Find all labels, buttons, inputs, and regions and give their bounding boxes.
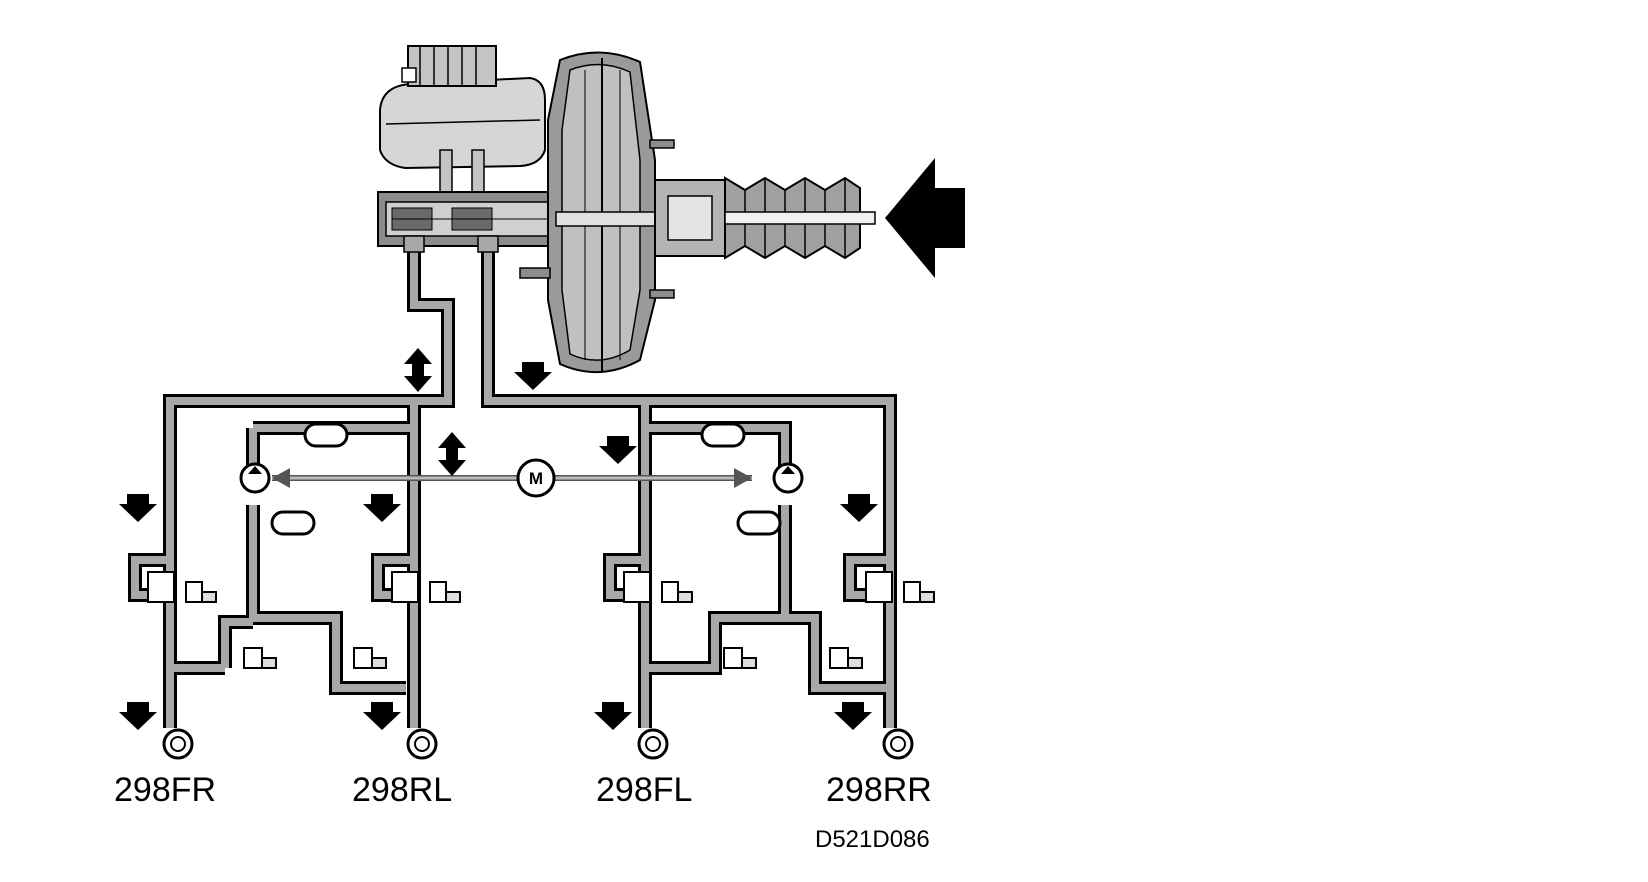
- damper-left-bottom: [270, 510, 316, 536]
- damper-right-top: [700, 422, 746, 448]
- motor-label: M: [529, 469, 543, 488]
- down-arrow-secondary: [514, 362, 552, 390]
- down-arrow-rr-mid: [840, 494, 878, 522]
- double-arrow-primary: [404, 348, 432, 392]
- down-arrow-rl-mid: [363, 494, 401, 522]
- double-arrow-pump: [438, 432, 466, 476]
- pump-motor-icon: [516, 458, 556, 498]
- figure-code: D521D086: [815, 826, 930, 853]
- wheel-label-fr: 298FR: [114, 771, 217, 809]
- input-rod-boot: [654, 176, 876, 260]
- wheel-label-rl: 298RL: [352, 771, 453, 809]
- down-arrow-fl-bottom: [594, 702, 632, 730]
- wheel-label-fl: 298FL: [596, 771, 693, 809]
- pump-motor-group: M: [239, 458, 804, 498]
- pedal-force-arrow: [885, 158, 965, 278]
- down-arrow-rl-bottom: [363, 702, 401, 730]
- down-arrow-rr-bottom: [834, 702, 872, 730]
- wheel-terminals: [162, 728, 914, 760]
- pump-right-icon: [772, 462, 804, 494]
- damper-right-bottom: [736, 510, 782, 536]
- master-cylinder-assembly: [377, 45, 559, 253]
- wheel-label-rr: 298RR: [826, 771, 932, 809]
- flow-arrows: [119, 348, 878, 730]
- down-arrow-fr-bottom: [119, 702, 157, 730]
- down-arrow-fl-top: [599, 436, 637, 464]
- pump-left-icon: [239, 462, 271, 494]
- damper-left-top: [303, 422, 349, 448]
- down-arrow-fr-mid: [119, 494, 157, 522]
- solenoid-valves: [147, 571, 935, 669]
- brake-booster: [519, 51, 677, 373]
- hydraulic-lines: [128, 240, 897, 728]
- damper-capsules: [270, 422, 782, 536]
